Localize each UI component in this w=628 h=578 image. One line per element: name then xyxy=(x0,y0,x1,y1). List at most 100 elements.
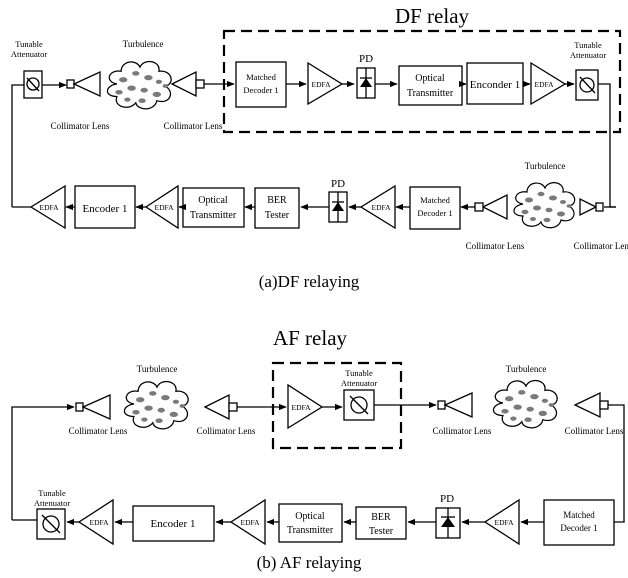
svg-text:Attenuator: Attenuator xyxy=(34,498,71,508)
svg-text:EDFA: EDFA xyxy=(534,80,554,89)
svg-text:Turbulence: Turbulence xyxy=(525,161,566,171)
turbulence-a2: Turbulence xyxy=(513,161,576,229)
svg-text:Decoder 1: Decoder 1 xyxy=(560,523,597,533)
turbulence-b2: Turbulence xyxy=(492,364,558,429)
svg-text:Turbulence: Turbulence xyxy=(506,364,547,374)
turbulence-cloud-icon xyxy=(513,182,576,229)
svg-text:PD: PD xyxy=(440,493,454,505)
attenuator-icon xyxy=(42,515,60,533)
svg-text:Collimator Lens: Collimator Lens xyxy=(433,426,492,436)
collimator-lens-b1: Collimator Lens xyxy=(69,393,128,436)
turbulence-cloud-icon xyxy=(492,379,558,429)
edfa-a2: EDFA xyxy=(530,61,567,106)
svg-text:Tunable: Tunable xyxy=(574,40,602,50)
matched-decoder-b1: Matched Decoder 1 xyxy=(543,499,615,546)
turbulence-cloud-icon xyxy=(123,380,189,430)
svg-text:Transmitter: Transmitter xyxy=(407,88,454,99)
svg-text:Encoder 1: Encoder 1 xyxy=(83,203,128,215)
svg-text:Matched: Matched xyxy=(563,510,595,520)
af-relay-title: AF relay xyxy=(273,326,348,350)
svg-text:Matched: Matched xyxy=(420,195,450,205)
df-wire-relay-down xyxy=(598,83,616,208)
tunable-attenuator-b1: Tunable Attenuator xyxy=(341,368,378,421)
svg-text:BER: BER xyxy=(371,512,391,523)
svg-text:EDFA: EDFA xyxy=(154,203,174,212)
edfa-b2: EDFA xyxy=(483,498,520,546)
df-loop-wire xyxy=(11,84,24,207)
svg-text:PD: PD xyxy=(331,178,345,190)
optical-transmitter-a2: Optical Transmitter xyxy=(182,187,245,228)
collimator-lens-b2: Collimator Lens xyxy=(197,393,256,436)
svg-text:Collimator Lens: Collimator Lens xyxy=(164,121,223,131)
df-relay-title: DF relay xyxy=(395,4,470,28)
photodiode-b1: PD xyxy=(435,493,461,539)
svg-text:Attenuator: Attenuator xyxy=(341,378,378,388)
encoder-b1: Encoder 1 xyxy=(132,505,215,542)
svg-text:EDFA: EDFA xyxy=(240,518,260,527)
collimator-lens-a1: Collimator Lens xyxy=(51,70,110,131)
ber-tester-a1: BER Tester xyxy=(254,187,300,229)
photodiode-icon xyxy=(441,517,455,527)
photodiode-a2: PD xyxy=(328,178,348,223)
turbulence-cloud-icon xyxy=(106,60,172,110)
svg-text:EDFA: EDFA xyxy=(39,203,59,212)
edfa-b4: EDFA xyxy=(77,498,114,546)
svg-text:Turbulence: Turbulence xyxy=(123,39,164,49)
tunable-attenuator-a1: Tunable Attenuator xyxy=(11,39,48,99)
svg-text:Tester: Tester xyxy=(369,526,394,537)
svg-text:Enconder 1: Enconder 1 xyxy=(470,79,520,91)
edfa-b3: EDFA xyxy=(229,498,266,546)
svg-text:Collimator Lens: Collimator Lens xyxy=(466,241,525,251)
optical-transmitter-a1: Optical Transmitter xyxy=(398,65,463,106)
optical-transmitter-b1: Optical Transmitter xyxy=(278,503,343,543)
svg-text:Tunable: Tunable xyxy=(345,368,373,378)
turbulence-b1: Turbulence xyxy=(123,364,189,430)
af-relaying-diagram: AF relay Collimator Lens Turbulence Coll… xyxy=(11,326,625,572)
collimator-lens-a2: Collimator Lens xyxy=(164,70,223,131)
collimator-lens-a3: Collimator Lens xyxy=(574,197,628,251)
svg-text:Tunable: Tunable xyxy=(38,488,66,498)
photodiode-a1: PD xyxy=(356,53,376,99)
svg-text:PD: PD xyxy=(359,53,373,65)
ber-tester-b1: BER Tester xyxy=(355,506,407,540)
svg-text:Turbulence: Turbulence xyxy=(137,364,178,374)
af-loop-wire xyxy=(11,403,75,520)
svg-text:Tester: Tester xyxy=(265,210,290,221)
svg-text:Optical: Optical xyxy=(415,73,445,84)
svg-text:Collimator Lens: Collimator Lens xyxy=(69,426,128,436)
edfa-a3: EDFA xyxy=(359,184,396,230)
svg-text:Transmitter: Transmitter xyxy=(190,210,237,221)
turbulence-a1: Turbulence xyxy=(106,39,172,110)
df-relaying-diagram: DF relay Tunable Attenuator Collimator L… xyxy=(11,4,628,291)
svg-text:Transmitter: Transmitter xyxy=(287,525,334,536)
svg-text:EDFA: EDFA xyxy=(291,403,311,412)
edfa-a4: EDFA xyxy=(144,184,179,230)
encoder-a2: Encoder 1 xyxy=(74,185,136,229)
svg-text:Attenuator: Attenuator xyxy=(11,49,48,59)
svg-text:EDFA: EDFA xyxy=(311,80,331,89)
attenuator-icon xyxy=(26,77,40,91)
encoder-a1: Enconder 1 xyxy=(466,62,524,105)
svg-text:Encoder 1: Encoder 1 xyxy=(151,518,196,530)
edfa-b1: EDFA xyxy=(287,383,324,430)
attenuator-icon xyxy=(350,396,368,414)
svg-text:EDFA: EDFA xyxy=(371,203,391,212)
collimator-lens-b4: Collimator Lens xyxy=(565,391,624,436)
svg-text:Optical: Optical xyxy=(198,195,228,206)
matched-decoder-a2: Matched Decoder 1 xyxy=(409,186,461,230)
attenuator-icon xyxy=(579,77,595,93)
af-wire-down xyxy=(608,404,625,523)
svg-text:BER: BER xyxy=(267,195,287,206)
svg-text:Decoder 1: Decoder 1 xyxy=(417,208,452,218)
photodiode-icon xyxy=(332,202,344,211)
df-relay-boundary xyxy=(222,29,622,134)
svg-text:Decoder 1: Decoder 1 xyxy=(243,85,278,95)
caption-b: (b) AF relaying xyxy=(257,553,362,572)
collimator-lens-b3: Collimator Lens xyxy=(433,391,492,436)
svg-text:EDFA: EDFA xyxy=(494,518,514,527)
tunable-attenuator-b2: Tunable Attenuator xyxy=(34,488,71,540)
tunable-attenuator-a2: Tunable Attenuator xyxy=(570,40,606,101)
svg-text:Collimator Lens: Collimator Lens xyxy=(197,426,256,436)
edfa-a5: EDFA xyxy=(29,184,66,230)
